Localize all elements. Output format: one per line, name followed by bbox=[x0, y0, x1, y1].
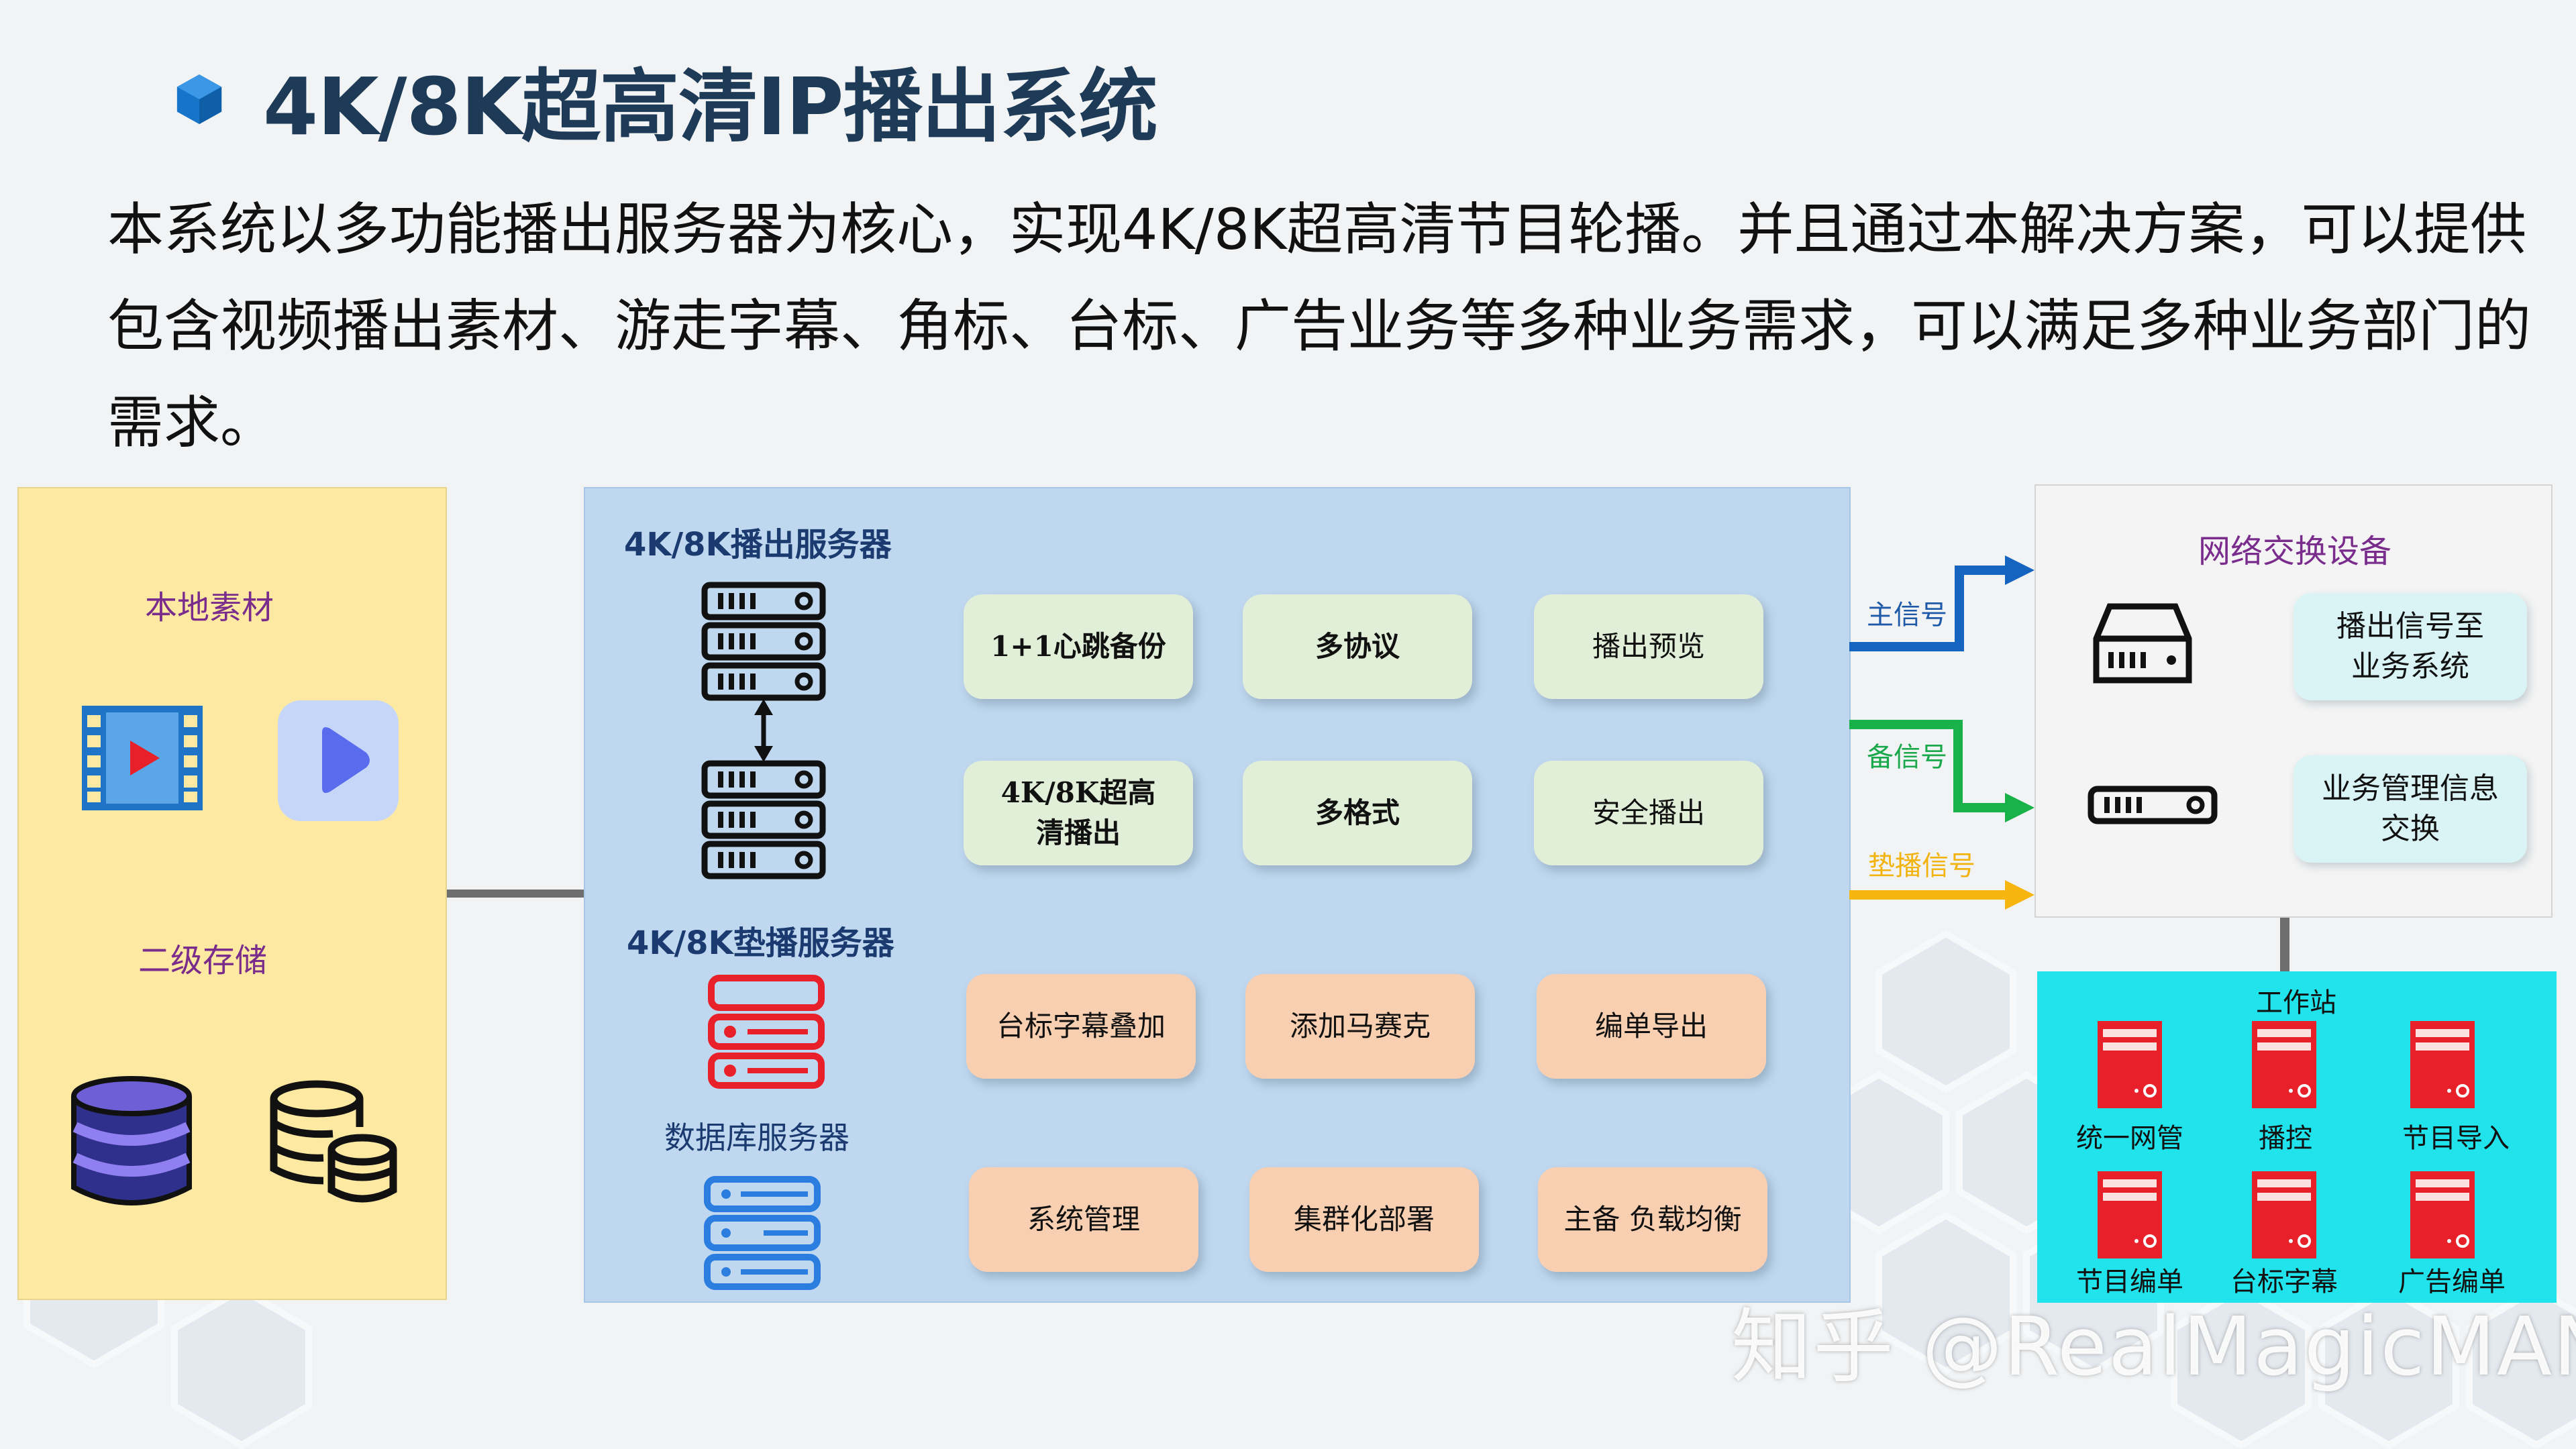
database-icon bbox=[71, 1076, 192, 1205]
ws-logo-caption: 台标字幕 bbox=[2230, 1267, 2338, 1297]
ws-playback-control: 播控 bbox=[2259, 1123, 2312, 1154]
ws-ad-scheduling: 广告编单 bbox=[2398, 1267, 2506, 1297]
feature-playout-preview: 播出预览 bbox=[1534, 594, 1763, 699]
feature-heartbeat-backup: 1+1心跳备份 bbox=[964, 594, 1193, 699]
title-row: 4K/8K超高清IP播出系统 bbox=[173, 52, 1158, 153]
feature-multi-protocol: 多协议 bbox=[1243, 594, 1472, 699]
signal-arrows bbox=[1849, 555, 2034, 910]
ws-unified-management: 统一网管 bbox=[2076, 1123, 2183, 1154]
backup-signal-label: 备信号 bbox=[1867, 742, 1947, 773]
feature-multi-format: 多格式 bbox=[1243, 761, 1472, 865]
playout-server-title: 4K/8K播出服务器 bbox=[624, 518, 892, 565]
feature-add-mosaic: 添加马赛克 bbox=[1245, 974, 1475, 1079]
play-button-icon bbox=[278, 700, 399, 821]
link-storage-to-server bbox=[447, 890, 589, 898]
workstation-pc-icon bbox=[2098, 1021, 2162, 1108]
router-icon bbox=[2088, 786, 2218, 824]
database-server-title: 数据库服务器 bbox=[664, 1120, 849, 1156]
filler-signal-label: 垫播信号 bbox=[1868, 851, 1975, 881]
red-server-icon bbox=[708, 975, 825, 1089]
workstation-title: 工作站 bbox=[2256, 987, 2336, 1018]
backup-server-title: 4K/8K垫播服务器 bbox=[627, 916, 894, 963]
feature-uhd-playout: 4K/8K超高 清播出 bbox=[964, 761, 1193, 865]
business-info-exchange-box: 业务管理信息 交换 bbox=[2294, 755, 2527, 863]
feature-load-balancing: 主备 负载均衡 bbox=[1538, 1167, 1767, 1272]
workstation-pc-icon bbox=[2410, 1021, 2475, 1108]
blue-server-icon bbox=[704, 1176, 821, 1290]
feature-cluster-deployment: 集群化部署 bbox=[1249, 1167, 1479, 1272]
workstation-pc-icon bbox=[2252, 1171, 2316, 1258]
feature-safe-playout: 安全播出 bbox=[1534, 761, 1763, 865]
watermark: 知乎 @RealMagicMAN bbox=[1731, 1301, 2576, 1394]
local-material-label: 本地素材 bbox=[145, 589, 274, 627]
description-line-2: 包含视频播出素材、游走字幕、角标、台标、广告业务等多种业务需求，可以满足多种业务… bbox=[107, 293, 2532, 359]
description-line-3: 需求。 bbox=[107, 390, 277, 455]
network-switch-title: 网络交换设备 bbox=[2198, 533, 2392, 570]
playout-server-suffix: 播出服务器 bbox=[730, 526, 892, 564]
secondary-storage-label: 二级存储 bbox=[138, 942, 268, 979]
backup-server-suffix: 垫播服务器 bbox=[733, 924, 894, 962]
workstation-pc-icon bbox=[2098, 1171, 2162, 1258]
server-rack-pair-icon bbox=[701, 582, 826, 879]
playout-server-prefix: 4K/8K bbox=[624, 526, 731, 564]
workstation-pc-icon bbox=[2252, 1021, 2316, 1108]
description: 本系统以多功能播出服务器为核心，实现4K/8K超高清节目轮播。并且通过本解决方案… bbox=[107, 181, 2532, 471]
hexagon-bullet-icon bbox=[176, 74, 222, 125]
feature-schedule-export: 编单导出 bbox=[1537, 974, 1766, 1079]
feature-system-management: 系统管理 bbox=[969, 1167, 1198, 1272]
description-line-1: 本系统以多功能播出服务器为核心，实现4K/8K超高清节目轮播。并且通过本解决方案… bbox=[107, 197, 2527, 262]
storage-stack-icon bbox=[270, 1080, 397, 1203]
ws-program-import: 节目导入 bbox=[2402, 1123, 2510, 1154]
workstation-pc-icon bbox=[2410, 1171, 2475, 1258]
ws-program-scheduling: 节目编单 bbox=[2076, 1267, 2183, 1297]
main-signal-label: 主信号 bbox=[1867, 600, 1947, 631]
network-switch-icon bbox=[2093, 603, 2192, 684]
page-title: 4K/8K超高清IP播出系统 bbox=[263, 60, 1158, 153]
playout-to-business-box: 播出信号至 业务系统 bbox=[2294, 593, 2527, 700]
link-network-to-workstation bbox=[2280, 918, 2289, 973]
video-file-icon bbox=[82, 706, 203, 810]
feature-logo-caption-overlay: 台标字幕叠加 bbox=[966, 974, 1196, 1079]
backup-server-prefix: 4K/8K bbox=[627, 924, 733, 962]
